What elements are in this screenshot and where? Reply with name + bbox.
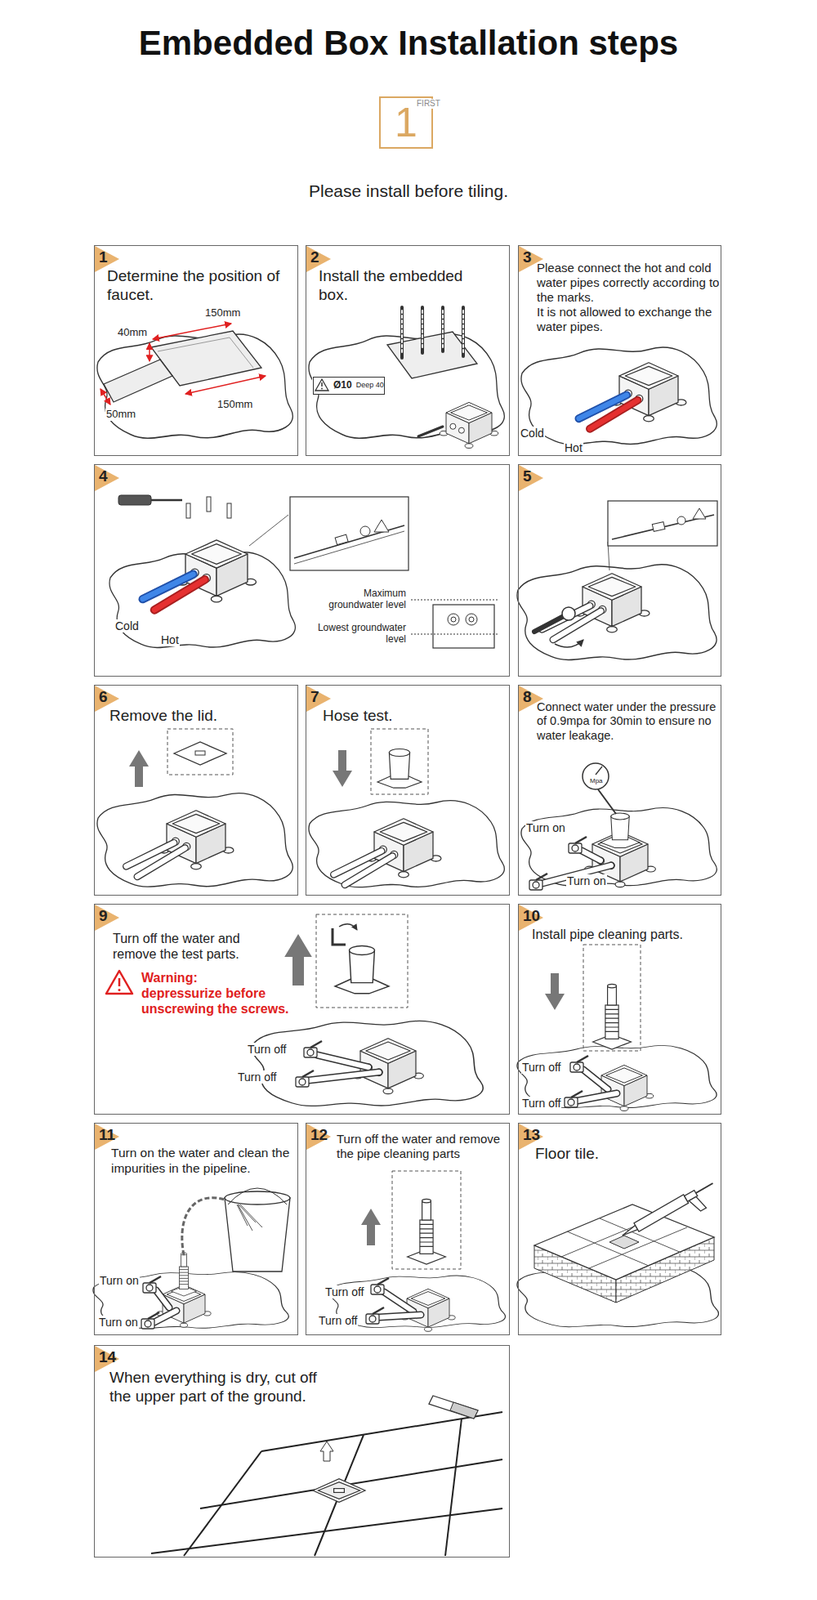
step-instruction: It is not allowed to exchange the water … bbox=[536, 304, 720, 335]
step-number: 3 bbox=[522, 248, 532, 268]
drill-depth: Deep 40 bbox=[356, 381, 384, 390]
drill-spec-tag: Ø10Deep 40 bbox=[312, 376, 385, 395]
step-instruction: Turn off the water and remove the pipe c… bbox=[336, 1131, 505, 1161]
step-instruction: Please connect the hot and cold water pi… bbox=[536, 260, 720, 305]
gauge-unit: Mpa bbox=[589, 776, 604, 785]
valve-label: Turn on bbox=[525, 821, 567, 835]
warning-text: depressurize before unscrewing the screw… bbox=[141, 985, 309, 1017]
valve-label: Turn off bbox=[236, 1070, 277, 1084]
step-instruction: Determine the position of faucet. bbox=[107, 267, 294, 305]
step-badge: 1FIRST bbox=[379, 96, 434, 149]
dimension-label: 50mm bbox=[105, 408, 137, 421]
step-instruction: Connect water under the pressure of 0.9m… bbox=[536, 700, 720, 743]
step-panel: 9Turn off the water and remove the test … bbox=[93, 903, 510, 1115]
valve-label: Turn on bbox=[98, 1273, 140, 1287]
pipe-label: Cold bbox=[114, 619, 140, 633]
step-number: 14 bbox=[98, 1348, 117, 1367]
step-panel: 6Remove the lid. bbox=[93, 684, 299, 896]
dimension-label: 150mm bbox=[216, 398, 254, 411]
hose-test bbox=[308, 728, 505, 888]
step-panel: 2Install the embedded box. Ø10Deep 40 bbox=[305, 245, 510, 456]
cleaning-part-removal bbox=[329, 1170, 505, 1331]
valve-label: Turn on bbox=[566, 874, 608, 888]
step-number: 12 bbox=[310, 1125, 328, 1145]
box-fixing bbox=[109, 495, 499, 648]
step-panel: 3Please connect the hot and cold water p… bbox=[517, 245, 722, 456]
tiled-floor-trim bbox=[151, 1395, 503, 1556]
warning-heading: Warning: bbox=[141, 969, 309, 986]
step-panel: 11Turn on the water and clean the impuri… bbox=[93, 1122, 299, 1335]
badge-caption: FIRST bbox=[416, 98, 441, 109]
step-number: 9 bbox=[98, 906, 108, 926]
floor-cutout bbox=[97, 323, 293, 438]
level-label: Lowest groundwater level bbox=[307, 622, 407, 646]
diagram-title: Embedded Box Installation steps bbox=[0, 22, 817, 64]
step-instruction: When everything is dry, cut off the uppe… bbox=[109, 1368, 318, 1407]
step-panel: 7Hose test. bbox=[305, 684, 510, 896]
step-instruction: Install the embedded box. bbox=[318, 267, 495, 305]
step-instruction: Turn off the water and remove the test p… bbox=[112, 930, 277, 962]
valve-label: Turn on bbox=[98, 1315, 139, 1329]
step-panel: 5 bbox=[517, 464, 722, 677]
pipe-connection bbox=[521, 347, 717, 445]
step-panel: 8Connect water under the pressure of 0.9… bbox=[517, 684, 722, 896]
box-install bbox=[308, 307, 505, 448]
step-number: 8 bbox=[522, 687, 532, 707]
step-instruction: Remove the lid. bbox=[109, 706, 290, 726]
step-number: 13 bbox=[522, 1125, 541, 1145]
pressure-test bbox=[521, 763, 717, 890]
drill-diameter: Ø10 bbox=[333, 379, 353, 391]
pipe-label: Hot bbox=[160, 633, 180, 647]
step-panel: 12 Turn off the water and remove the pipe… bbox=[305, 1122, 510, 1335]
step-number: 1 bbox=[98, 248, 108, 268]
floor-tiling bbox=[517, 1178, 723, 1327]
valve-label: Turn off bbox=[246, 1042, 287, 1056]
step-panel: 14When everything is dry, cut off the up… bbox=[93, 1344, 510, 1558]
corner-flags bbox=[94, 245, 544, 1372]
step-number: 11 bbox=[98, 1125, 116, 1145]
step-panel: 1Determine the position of faucet. bbox=[93, 245, 299, 456]
level-label: Maximum groundwater level bbox=[307, 588, 407, 612]
dimension-label: 40mm bbox=[116, 326, 148, 340]
step-number: 6 bbox=[98, 687, 108, 707]
step-panel: 10Install pipe cleaning parts. bbox=[517, 903, 722, 1115]
step-panel: 4 bbox=[93, 464, 510, 677]
valve-label: Turn off bbox=[324, 1285, 365, 1299]
step-panel: 13Floor tile. bbox=[517, 1122, 722, 1335]
step-number: 10 bbox=[522, 906, 541, 926]
install-note: Please install before tiling. bbox=[308, 181, 509, 201]
pipeline-flush bbox=[93, 1187, 291, 1329]
valve-label: Turn off bbox=[521, 1096, 562, 1110]
valve-label: Turn off bbox=[317, 1313, 358, 1327]
test-part-removal bbox=[106, 914, 483, 1106]
step-instruction: Hose test. bbox=[322, 706, 503, 726]
valve-label: Turn off bbox=[521, 1060, 562, 1074]
step-instruction: Floor tile. bbox=[535, 1144, 715, 1164]
cleaning-part-install bbox=[517, 944, 717, 1111]
step-number: 7 bbox=[310, 687, 320, 707]
dimension-label: 150mm bbox=[204, 307, 242, 320]
step-number: 2 bbox=[310, 248, 320, 268]
pipe-tightening bbox=[517, 500, 718, 660]
step-number: 4 bbox=[98, 467, 108, 487]
step-instruction: Install pipe cleaning parts. bbox=[531, 926, 722, 943]
pipe-label: Cold bbox=[519, 426, 545, 440]
step-number: 5 bbox=[522, 467, 532, 487]
step-instruction: Turn on the water and clean the impuriti… bbox=[111, 1145, 296, 1176]
lid-removal bbox=[97, 728, 293, 887]
pipe-label: Hot bbox=[563, 441, 584, 455]
